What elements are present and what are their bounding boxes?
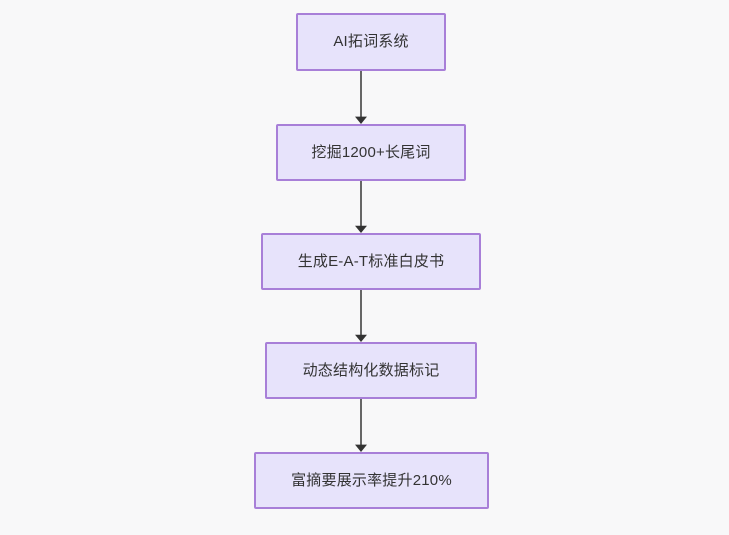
flow-node-dynamic-structured-data-markup[interactable]: 动态结构化数据标记 bbox=[265, 342, 477, 399]
arrowhead-icon bbox=[355, 334, 367, 342]
flow-node-generate-eat-whitepaper[interactable]: 生成E-A-T标准白皮书 bbox=[261, 233, 481, 290]
flow-edge-3 bbox=[351, 290, 371, 342]
flow-node-label: 动态结构化数据标记 bbox=[302, 361, 440, 379]
flow-edge-2 bbox=[351, 181, 371, 233]
flow-node-ai-keyword-system[interactable]: AI拓词系统 bbox=[296, 13, 446, 71]
flow-node-label: 富摘要展示率提升210% bbox=[291, 471, 452, 489]
flow-node-label: 生成E-A-T标准白皮书 bbox=[297, 252, 445, 270]
flow-node-rich-snippet-impression-lift[interactable]: 富摘要展示率提升210% bbox=[254, 452, 489, 509]
flow-edge-4 bbox=[351, 399, 371, 452]
arrowhead-icon bbox=[355, 225, 367, 233]
flow-node-label: 挖掘1200+长尾词 bbox=[311, 143, 431, 161]
arrowhead-icon bbox=[355, 444, 367, 452]
flow-node-mine-longtail-keywords[interactable]: 挖掘1200+长尾词 bbox=[276, 124, 466, 181]
arrowhead-icon bbox=[355, 116, 367, 124]
flow-edge-1 bbox=[351, 71, 371, 124]
flow-node-label: AI拓词系统 bbox=[333, 33, 409, 50]
